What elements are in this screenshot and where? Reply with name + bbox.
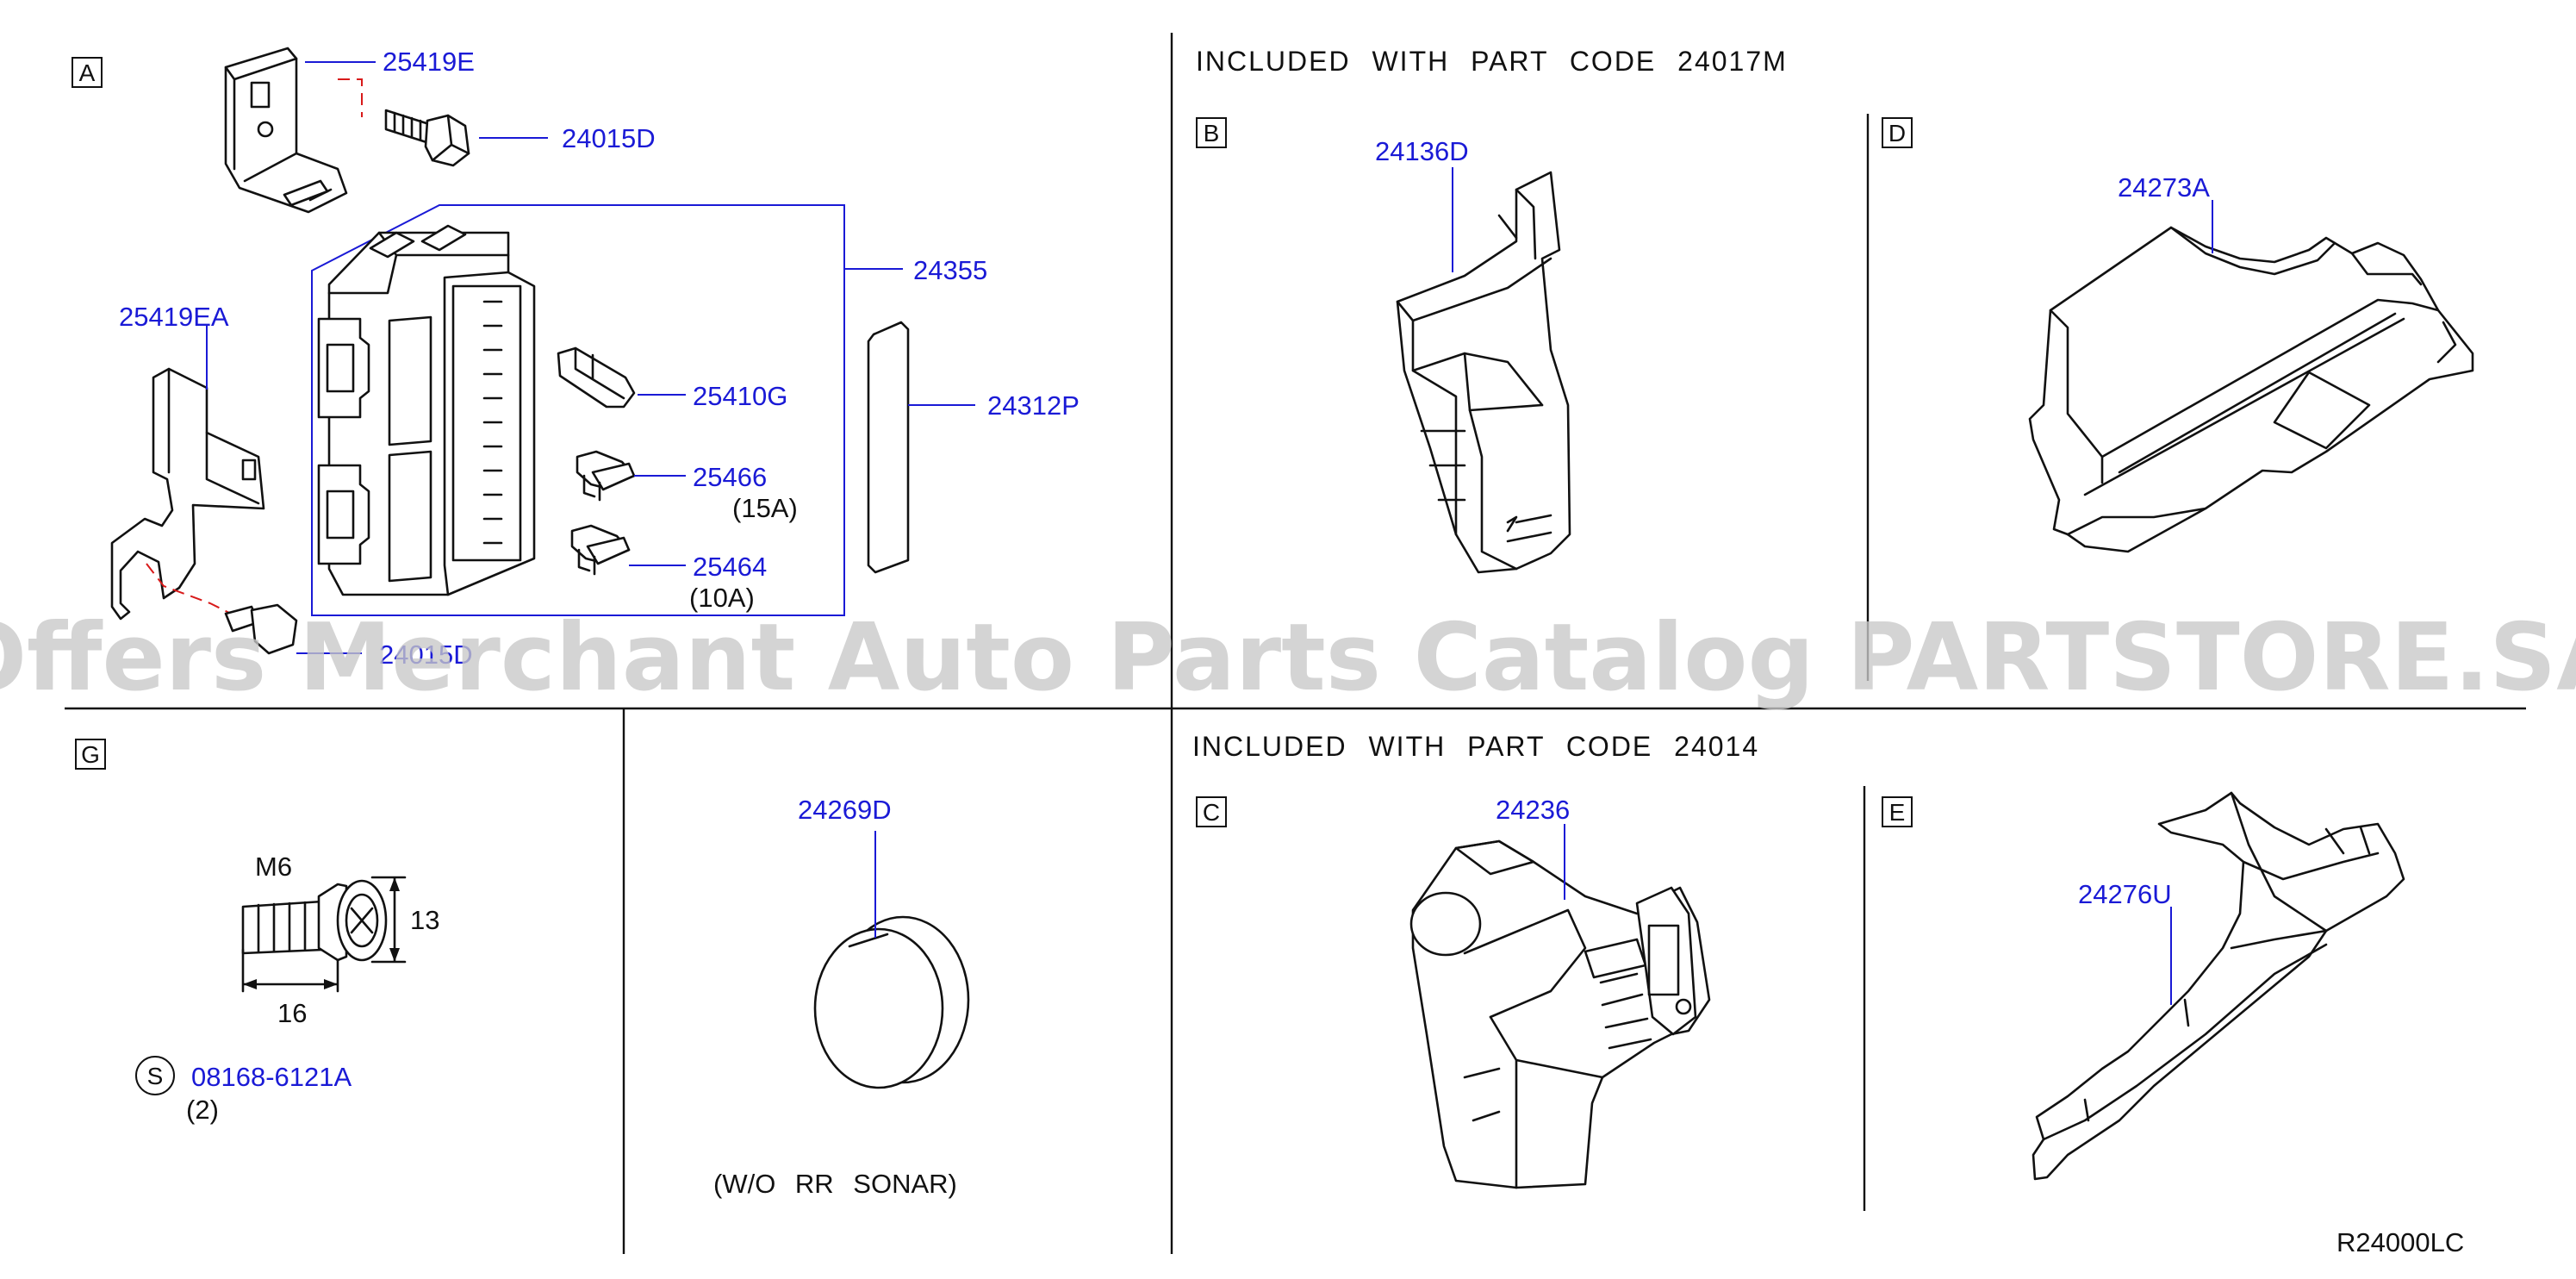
svg-text:E: E — [1889, 799, 1906, 826]
section-label-b: B — [1196, 117, 1227, 148]
note-wo-rr-sonar: (W/O RR SONAR) — [713, 1169, 957, 1199]
fuse-block-drawing — [317, 224, 536, 596]
dim-head-13: 13 — [410, 905, 439, 935]
bracket-24276u-drawing — [2032, 791, 2405, 1181]
part-24015d-top[interactable]: 24015D — [562, 123, 656, 153]
section-label-a: A — [72, 57, 103, 88]
duct-24136d-drawing — [1396, 171, 1571, 574]
part-25410g[interactable]: 25410G — [693, 381, 787, 411]
section-label-c: C — [1196, 796, 1227, 827]
section-dividers — [65, 33, 2526, 1254]
part-24136d[interactable]: 24136D — [1375, 136, 1469, 166]
header-included-24017m: INCLUDED WITH PART CODE 24017M — [1196, 46, 1788, 77]
note-fuse-15a: (15A) — [732, 493, 798, 523]
part-25464[interactable]: 25464 — [693, 552, 767, 582]
fuse-25464-drawing — [570, 524, 631, 576]
svg-text:G: G — [81, 741, 100, 768]
part-24236[interactable]: 24236 — [1496, 795, 1570, 825]
part-24355[interactable]: 24355 — [913, 255, 987, 285]
header-included-24014: INCLUDED WITH PART CODE 24014 — [1192, 731, 1759, 762]
part-24269d[interactable]: 24269D — [798, 795, 892, 825]
svg-text:B: B — [1204, 120, 1220, 147]
bolt-08168-drawing — [241, 879, 388, 962]
fuse-puller-25410g-drawing — [557, 346, 636, 409]
part-25466[interactable]: 25466 — [693, 462, 767, 492]
thread-m6: M6 — [255, 852, 292, 882]
bracket-24273a-drawing — [2028, 226, 2474, 553]
section-label-d: D — [1882, 117, 1913, 148]
part-25419ea[interactable]: 25419EA — [119, 302, 229, 332]
part-08168-6121a[interactable]: 08168-6121A — [191, 1062, 352, 1092]
gasket-24312p-drawing — [867, 321, 910, 574]
watermark-text: Offers Merchant Auto Parts Catalog PARTS… — [0, 604, 2576, 712]
part-24015d-bottom[interactable]: 24015D — [379, 640, 473, 670]
section-label-e: E — [1882, 796, 1913, 827]
svg-text:C: C — [1203, 799, 1220, 826]
note-fuse-10a: (10A) — [689, 583, 755, 613]
group-outline-24355 — [311, 204, 845, 616]
dim-length-16: 16 — [277, 998, 307, 1028]
part-24276u[interactable]: 24276U — [2078, 879, 2172, 909]
part-24312p[interactable]: 24312P — [987, 390, 1080, 421]
part-25419e[interactable]: 25419E — [383, 47, 475, 77]
section-label-g: G — [75, 739, 106, 770]
svg-text:S: S — [147, 1063, 164, 1089]
bolt-24015d-top-drawing — [384, 109, 470, 167]
bracket-25419e-drawing — [224, 47, 348, 214]
part-24273a[interactable]: 24273A — [2118, 172, 2210, 203]
diagram-code: R24000LC — [2336, 1227, 2464, 1257]
standard-part-symbol: S — [135, 1056, 175, 1095]
svg-text:D: D — [1888, 120, 1906, 147]
bolt-24015d-bottom-drawing — [224, 603, 298, 655]
bracket-25419ea-drawing — [110, 367, 265, 621]
dash-25419e — [338, 78, 363, 117]
fuse-25466-drawing — [576, 450, 636, 502]
svg-text:A: A — [79, 59, 96, 86]
grommet-24269d-drawing — [813, 915, 970, 1089]
note-bolt-qty: (2) — [186, 1095, 219, 1125]
duct-24236-drawing — [1409, 839, 1711, 1189]
